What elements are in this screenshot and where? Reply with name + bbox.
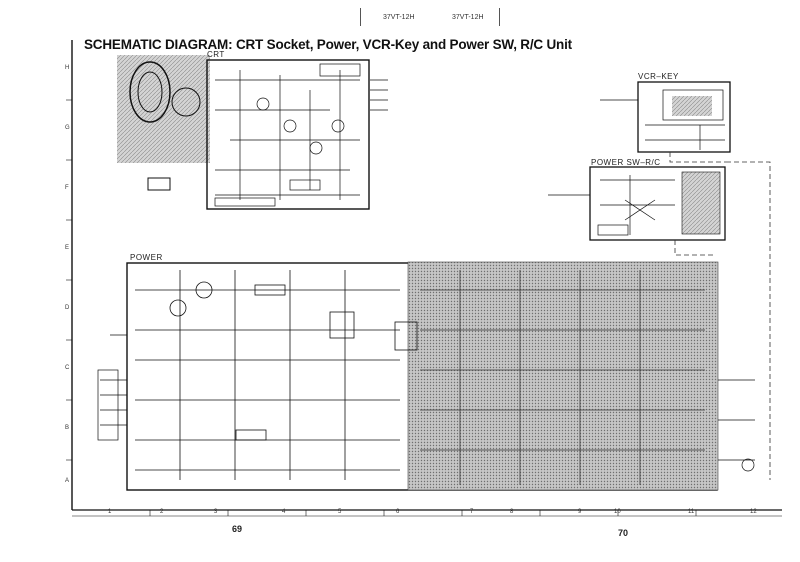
model-label-right: 37VT-12H — [452, 14, 484, 21]
power-sw-rc-block — [548, 166, 726, 241]
column-label-11: 11 — [688, 509, 695, 515]
page-title: SCHEMATIC DIAGRAM: CRT Socket, Power, VC… — [84, 37, 572, 52]
page-number-left: 69 — [232, 524, 243, 534]
power-block-label: POWER — [130, 253, 163, 262]
vcr-key-block-label: VCR–KEY — [638, 72, 679, 81]
row-label-c: C — [65, 365, 70, 371]
crt-block-label: CRT — [207, 50, 225, 59]
column-label-1: 1 — [108, 509, 112, 515]
column-label-6: 6 — [396, 509, 400, 515]
row-label-a: A — [65, 478, 70, 484]
row-label-b: B — [65, 425, 70, 431]
row-label-g: G — [65, 125, 70, 131]
drawing-frame — [66, 40, 782, 517]
column-label-4: 4 — [282, 509, 286, 515]
column-label-12: 12 — [750, 509, 757, 515]
column-label-5: 5 — [338, 509, 342, 515]
power-block — [97, 261, 755, 491]
crt-block — [117, 55, 388, 210]
column-label-3: 3 — [214, 509, 218, 515]
header-divider-left — [360, 8, 361, 26]
header-divider-right — [499, 8, 500, 26]
row-label-e: E — [65, 245, 70, 251]
row-label-h: H — [65, 65, 70, 71]
page-number-right: 70 — [618, 528, 629, 538]
column-label-7: 7 — [470, 509, 474, 515]
row-label-f: F — [65, 185, 69, 191]
row-label-d: D — [65, 305, 70, 311]
dashed-interconnects — [669, 152, 771, 480]
column-label-8: 8 — [510, 509, 514, 515]
column-label-9: 9 — [578, 509, 582, 515]
column-label-2: 2 — [160, 509, 164, 515]
column-label-10: 10 — [614, 509, 621, 515]
model-label-left: 37VT-12H — [383, 14, 415, 21]
vcr-key-block — [600, 81, 731, 153]
power-sw-rc-block-label: POWER SW–R/C — [591, 158, 661, 167]
